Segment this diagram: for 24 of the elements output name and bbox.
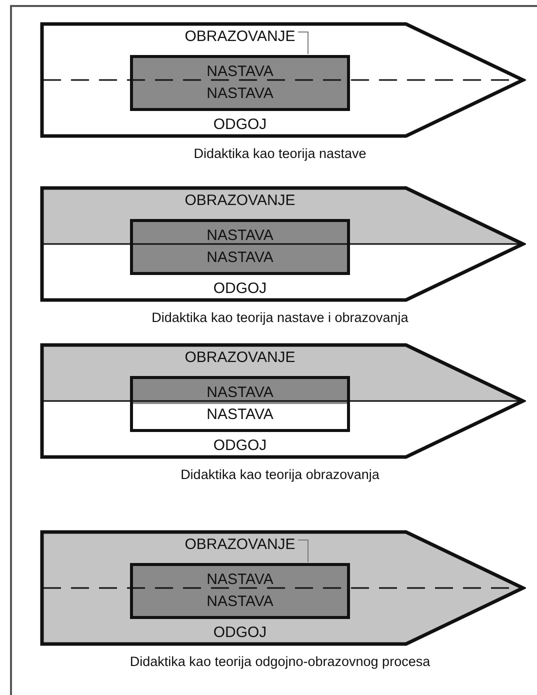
box-label: NASTAVA <box>206 249 274 266</box>
section-label: ODGOJ <box>213 280 267 297</box>
box-label: NASTAVA <box>206 384 274 401</box>
box-label: NASTAVA <box>206 63 274 80</box>
box-label: NASTAVA <box>206 85 274 102</box>
section-label: ODGOJ <box>213 116 267 133</box>
node-label: Didaktika kao teorija odgojno-obrazovnog procesa <box>130 654 430 669</box>
box-label: NASTAVA <box>206 406 274 423</box>
inner-box <box>130 563 350 619</box>
inner-box <box>130 55 350 111</box>
section-label: ODGOJ <box>213 437 267 454</box>
inner-box <box>130 376 350 432</box>
node-label: Didaktika kao teorija nastave i obrazovanja <box>152 310 408 325</box>
node-label: Didaktika kao teorija nastave <box>194 146 366 161</box>
section-label: OBRAZOVANJE <box>184 536 296 553</box>
box-label: NASTAVA <box>206 227 274 244</box>
box-label: NASTAVA <box>206 571 274 588</box>
inner-box <box>130 219 350 275</box>
section-label: OBRAZOVANJE <box>184 28 296 45</box>
box-label: NASTAVA <box>206 593 274 610</box>
section-label: OBRAZOVANJE <box>184 192 296 209</box>
node-label: Didaktika kao teorija obrazovanja <box>180 467 380 482</box>
section-label: OBRAZOVANJE <box>184 349 296 366</box>
section-label: ODGOJ <box>213 624 267 641</box>
